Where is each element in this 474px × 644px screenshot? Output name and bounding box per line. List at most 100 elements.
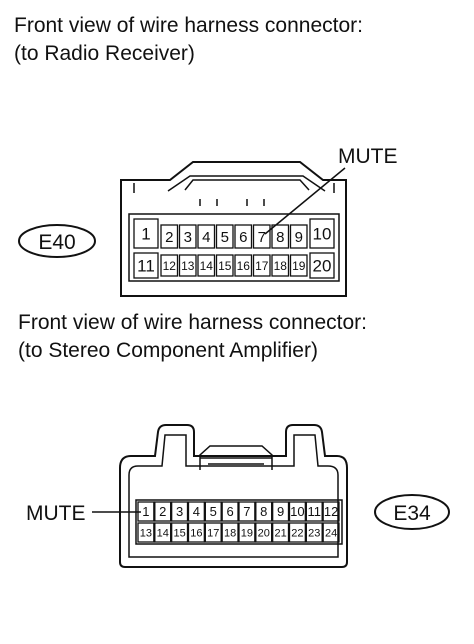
pin-label: 19 <box>292 259 306 273</box>
pin-cell <box>322 522 340 543</box>
pin-cell <box>238 522 256 543</box>
pin-label: 4 <box>202 229 210 246</box>
pin-cell <box>171 522 189 543</box>
pin-cell <box>322 501 340 522</box>
pin-cell <box>252 224 271 249</box>
e34-mute-callout: MUTE <box>26 502 141 525</box>
pin-label: 2 <box>159 504 166 519</box>
pin-cell <box>178 254 197 277</box>
caption-line-2: (to Stereo Component Amplifier) <box>18 339 318 362</box>
pin-label: 14 <box>200 259 214 273</box>
pin-cell <box>272 501 290 522</box>
pin-label: 17 <box>255 259 269 273</box>
pin-label: 11 <box>137 257 155 276</box>
e40-housing <box>120 161 347 297</box>
pin-label: 20 <box>258 527 270 539</box>
pin-label: 6 <box>226 504 233 519</box>
pin-label: 13 <box>140 527 152 539</box>
pin-label: 20 <box>313 257 332 276</box>
pin-label: 15 <box>218 259 232 273</box>
pin-label: 15 <box>173 527 185 539</box>
pin-cell <box>187 501 205 522</box>
pin-cell <box>197 224 216 249</box>
pin-label: 14 <box>157 527 169 539</box>
pin-label: 9 <box>295 229 303 246</box>
pin-cell <box>197 254 216 277</box>
caption-line-2: (to Radio Receiver) <box>14 42 195 65</box>
pin-cell <box>238 501 256 522</box>
pin-label: 23 <box>308 527 320 539</box>
pin-label: 4 <box>193 504 200 519</box>
e34-housing <box>119 424 348 568</box>
pin-cell <box>309 218 335 249</box>
pin-cell <box>160 254 179 277</box>
pin-cell <box>187 522 205 543</box>
pin-label: 3 <box>184 229 192 246</box>
pin-label: 8 <box>276 229 284 246</box>
pin-label: 22 <box>291 527 303 539</box>
pin-label: 10 <box>290 504 304 519</box>
pin-label: 17 <box>207 527 219 539</box>
pin-cell <box>133 252 159 279</box>
pin-cell <box>221 522 239 543</box>
pin-label: 18 <box>224 527 236 539</box>
connector-e34-id: E34 <box>393 502 431 525</box>
pin-label: 5 <box>210 504 217 519</box>
caption-line-1: Front view of wire harness connector: <box>18 311 367 334</box>
pin-label: 12 <box>324 504 338 519</box>
pin-label: 11 <box>308 504 322 519</box>
pin-label: 19 <box>241 527 253 539</box>
pin-label: 7 <box>258 229 266 246</box>
pin-cell <box>255 522 273 543</box>
connector-e40 <box>120 161 347 297</box>
pin-label: 12 <box>163 259 177 273</box>
pin-cell <box>305 522 323 543</box>
pin-cell <box>154 522 172 543</box>
e40-mute-label: MUTE <box>338 145 398 168</box>
pin-label: 1 <box>142 504 149 519</box>
pin-label: 13 <box>181 259 195 273</box>
e40-lock-tab <box>184 179 310 191</box>
pin-label: 3 <box>176 504 183 519</box>
connector-e40-caption: Front view of wire harness connector: (t… <box>14 12 363 68</box>
pin-label: 24 <box>325 527 337 539</box>
pin-cell <box>271 254 290 277</box>
pin-label: 21 <box>274 527 286 539</box>
pin-cell <box>288 501 306 522</box>
pin-label: 10 <box>313 225 332 244</box>
pin-label: 18 <box>274 259 288 273</box>
pin-cell <box>234 254 253 277</box>
pin-cell <box>133 218 159 249</box>
pin-label: 9 <box>277 504 284 519</box>
connector-e34 <box>119 424 348 568</box>
pin-cell <box>289 224 308 249</box>
e40-mute-leader-line <box>264 167 346 235</box>
pin-cell <box>272 522 290 543</box>
connector-e34-id-badge: E34 <box>374 494 450 530</box>
caption-line-1: Front view of wire harness connector: <box>14 14 363 37</box>
pin-label: 16 <box>237 259 251 273</box>
connector-e40-id: E40 <box>38 231 75 254</box>
pin-cell <box>255 501 273 522</box>
pin-cell <box>204 501 222 522</box>
pin-label: 1 <box>141 225 150 244</box>
pin-label: 16 <box>190 527 202 539</box>
pin-cell <box>215 224 234 249</box>
pin-cell <box>160 224 179 249</box>
pin-label: 7 <box>243 504 250 519</box>
pin-label: 6 <box>239 229 247 246</box>
connector-e34-caption: Front view of wire harness connector: (t… <box>18 309 367 365</box>
pin-cell <box>234 224 253 249</box>
pin-cell <box>171 501 189 522</box>
connector-e40-id-badge: E40 <box>18 224 96 258</box>
pin-cell <box>178 224 197 249</box>
pin-cell <box>154 501 172 522</box>
pin-label: 5 <box>221 229 229 246</box>
pin-cell <box>289 254 308 277</box>
pin-label: 8 <box>260 504 267 519</box>
pin-cell <box>309 252 335 279</box>
e34-mute-label: MUTE <box>26 502 86 525</box>
